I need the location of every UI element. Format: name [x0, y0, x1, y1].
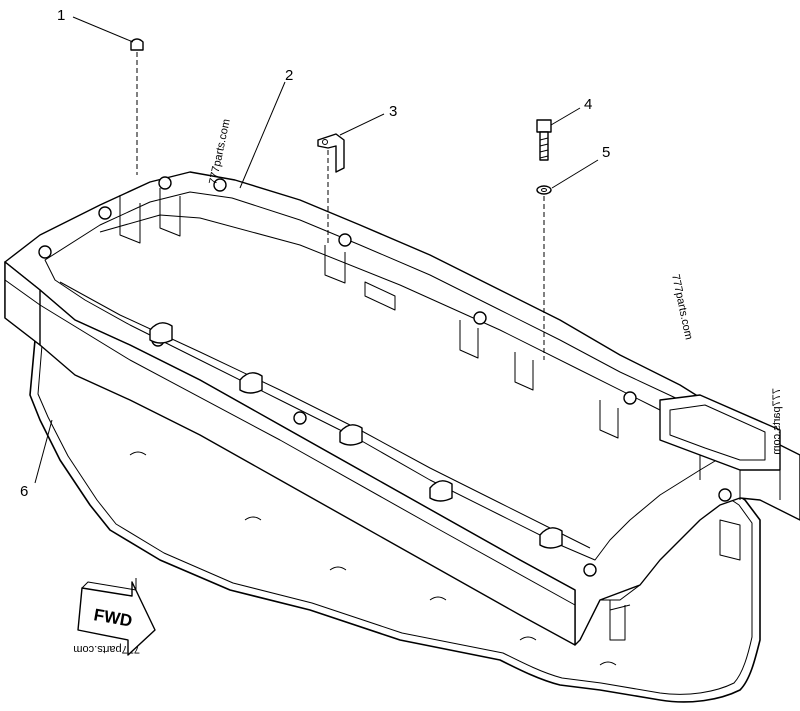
callout-3: 3 — [389, 103, 397, 120]
watermark-3: 777parts.com — [771, 388, 783, 455]
watermark-2: 777parts.com — [669, 273, 695, 341]
callout-6: 6 — [20, 483, 28, 500]
watermark-4: 777parts.com — [73, 643, 140, 655]
callout-1: 1 — [57, 7, 65, 24]
leader-lines — [34, 16, 599, 484]
injector-bosses — [149, 322, 563, 549]
watermark-1: 777parts.com — [207, 118, 233, 186]
bolt-bosses — [38, 176, 732, 577]
callout-5: 5 — [602, 144, 610, 161]
part-3-clip — [317, 133, 345, 245]
part-5-washer — [536, 185, 552, 360]
part-4-bolt — [536, 119, 552, 161]
part-1-plug — [130, 38, 144, 175]
callout-2: 2 — [285, 67, 293, 84]
valve-cover-base — [4, 171, 800, 646]
forward-arrow-icon: FWD — [77, 578, 156, 656]
callout-4: 4 — [584, 96, 592, 113]
